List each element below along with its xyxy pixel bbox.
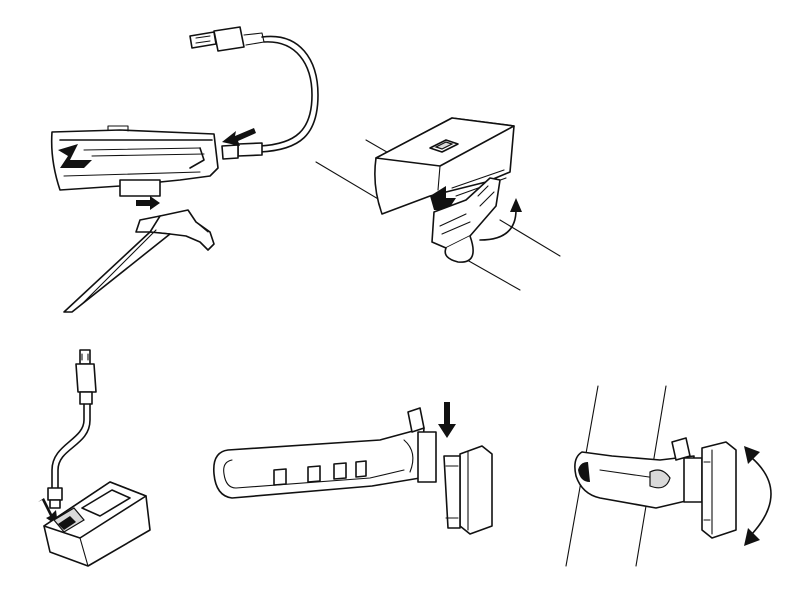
rear-light-icon [43, 481, 151, 567]
mount-clip-icon [407, 407, 437, 483]
front-light-charging-panel [50, 26, 319, 313]
silicone-strap-icon [212, 427, 425, 499]
usb-cable-icon [47, 349, 97, 509]
mount-clip-icon [671, 437, 703, 503]
handlebar-mount-panel [315, 117, 561, 291]
rear-light-icon [443, 445, 493, 535]
rotate-arrow-icon [479, 198, 522, 241]
insert-arrow-icon [222, 128, 256, 146]
silicone-strap-icon [574, 451, 695, 509]
front-light-icon [374, 117, 515, 215]
strap-mount-icon [431, 177, 501, 263]
rear-light-charging-panel [38, 349, 151, 567]
insert-arrow-icon [438, 402, 456, 438]
rear-strap-attach-panel [212, 402, 493, 535]
handlebar-bracket-icon [63, 209, 215, 313]
insert-arrow-icon [38, 498, 58, 526]
power-button-icon [429, 139, 459, 153]
rotate-arrow-icon [744, 446, 772, 546]
usb-cable-icon [189, 26, 319, 160]
insert-arrow-icon [136, 196, 160, 210]
seatpost-mount-panel [565, 385, 772, 567]
rear-light-icon [701, 441, 737, 539]
front-light-icon [50, 125, 219, 197]
